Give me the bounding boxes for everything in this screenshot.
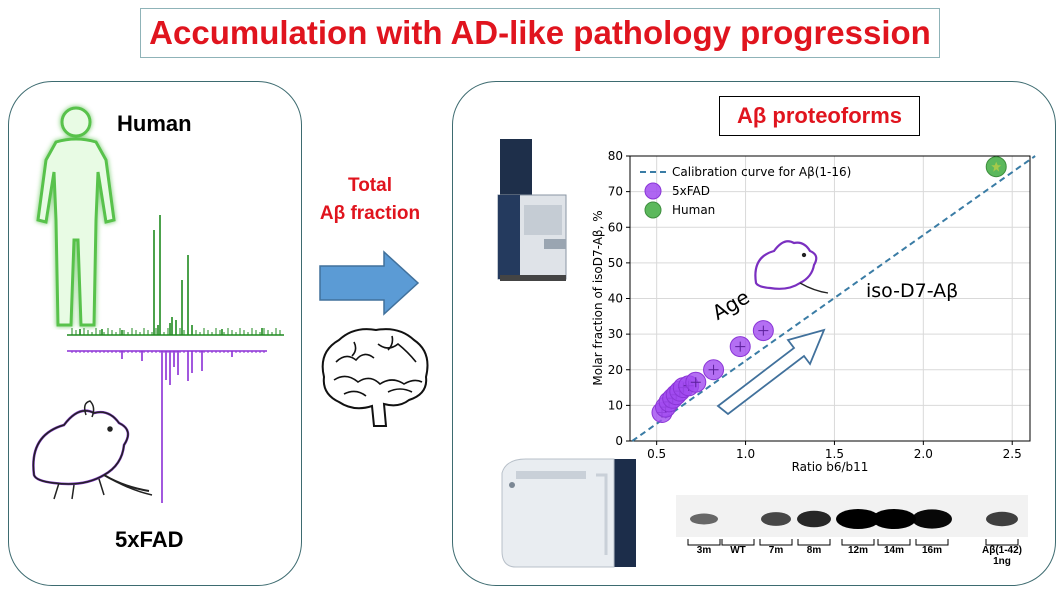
gel-bracket-0 bbox=[687, 539, 721, 546]
gel-lane-label-7: Aβ(1-42)1ng bbox=[982, 545, 1022, 567]
chart-legend: Calibration curve for Aβ(1-16) 5xFAD Hum… bbox=[640, 165, 851, 219]
y-tick-label-7: 70 bbox=[608, 185, 623, 199]
total-fraction-label: Total Aβ fraction bbox=[310, 172, 430, 228]
x-tick-label-0: 0.5 bbox=[647, 447, 666, 461]
gel-band-2 bbox=[761, 512, 791, 526]
title-box: Accumulation with AD-like pathology prog… bbox=[140, 8, 940, 58]
gel-lane-labels: 3m WT 7m 8m 12m 14m 16m Aβ(1-42)1ng bbox=[676, 545, 1028, 575]
gel-bracket-3 bbox=[797, 539, 831, 546]
human-silhouette-icon bbox=[36, 106, 116, 327]
legend-5xfad-swatch bbox=[644, 182, 662, 200]
y-tick-label-6: 60 bbox=[608, 220, 623, 234]
chart-points bbox=[651, 156, 1007, 423]
gel-bracket-6 bbox=[915, 539, 949, 546]
point-marker-11 bbox=[758, 325, 769, 336]
mouse-label: 5xFAD bbox=[115, 527, 184, 552]
mouse-small-icon bbox=[754, 240, 829, 294]
chart-ticks: 0.5 1.0 1.5 2.0 2.5 0 10 20 30 40 50 60 70 80 bbox=[608, 149, 1022, 461]
spectrum-peaks-5xfad bbox=[71, 351, 265, 503]
gel-band-7 bbox=[986, 511, 1018, 527]
iso-d7-label: iso-D7-Aβ bbox=[866, 280, 959, 302]
point-marker-human-0 bbox=[991, 161, 1002, 172]
gel-lane-label-0: 3m bbox=[696, 545, 712, 556]
point-marker-9 bbox=[708, 364, 719, 375]
total-fraction-line1: Total bbox=[348, 175, 392, 196]
gel-bracket-2 bbox=[759, 539, 793, 546]
scatter-chart: 0.5 1.0 1.5 2.0 2.5 0 10 20 30 40 50 60 70 80 Ratio b… bbox=[591, 149, 1036, 474]
gel-lane-label-5: 14m bbox=[883, 545, 904, 556]
total-fraction-line2: Aβ fraction bbox=[319, 203, 421, 224]
gel-lane-label-2: 7m bbox=[768, 545, 784, 556]
x-tick-label-4: 2.5 bbox=[1003, 447, 1022, 461]
y-axis-label: Molar fraction of isoD7-Aβ, % bbox=[591, 210, 605, 385]
point-marker-10 bbox=[735, 341, 746, 352]
gel-bracket-5 bbox=[877, 539, 911, 546]
mass-spectrum bbox=[67, 215, 284, 503]
spectrum-peaks-human bbox=[71, 215, 281, 335]
gel-lane-sublabel-7: 1ng bbox=[993, 556, 1011, 567]
y-tick-label-0: 0 bbox=[615, 434, 623, 448]
mass-spectrometer-icon bbox=[497, 139, 567, 281]
point-marker-8 bbox=[690, 377, 701, 388]
gel-lane-label-6: 16m bbox=[921, 545, 942, 556]
y-tick-label-8: 80 bbox=[608, 149, 623, 163]
gel-bracket-4 bbox=[841, 539, 875, 546]
legend-calibration-label: Calibration curve for Aβ(1-16) bbox=[672, 165, 851, 179]
page-title: Accumulation with AD-like pathology prog… bbox=[149, 14, 931, 51]
arrow-right-icon bbox=[319, 250, 420, 316]
gel-band-3 bbox=[797, 510, 831, 528]
calibration-curve bbox=[631, 155, 1036, 442]
y-tick-label-1: 10 bbox=[608, 398, 623, 412]
gel-bracket-7 bbox=[985, 539, 1019, 546]
chart-grid bbox=[630, 155, 1030, 442]
gel-brackets bbox=[687, 539, 1019, 546]
gel-lane-label-4: 12m bbox=[847, 545, 868, 556]
proteoforms-title-box: Aβ proteoforms bbox=[719, 96, 920, 136]
age-arrow-icon bbox=[716, 328, 826, 416]
gel-band-5 bbox=[872, 509, 916, 529]
gel-band-0 bbox=[690, 513, 718, 525]
gel-band-4 bbox=[836, 509, 880, 529]
gel-lane-label-1: WT bbox=[730, 545, 746, 556]
gel-bracket-1 bbox=[721, 539, 755, 546]
y-tick-label-2: 20 bbox=[608, 363, 623, 377]
gel-bands bbox=[690, 509, 1018, 529]
x-axis-label: Ratio b6/b11 bbox=[792, 460, 869, 474]
x-tick-label-3: 2.0 bbox=[914, 447, 933, 461]
brain-icon bbox=[321, 328, 429, 427]
legend-human-label: Human bbox=[672, 203, 715, 217]
y-tick-label-4: 40 bbox=[608, 292, 623, 306]
y-tick-label-3: 30 bbox=[608, 327, 623, 341]
instrument-icon bbox=[501, 458, 636, 568]
mouse-icon bbox=[32, 400, 153, 500]
x-tick-label-2: 1.5 bbox=[825, 447, 844, 461]
gel-lane-label-3: 8m bbox=[806, 545, 822, 556]
proteoforms-title: Aβ proteoforms bbox=[737, 103, 902, 128]
gel-band-6 bbox=[912, 509, 952, 529]
gel-blot bbox=[676, 495, 1028, 537]
legend-5xfad-label: 5xFAD bbox=[672, 184, 710, 198]
y-tick-label-5: 50 bbox=[608, 256, 623, 270]
human-label: Human bbox=[117, 111, 192, 136]
x-tick-label-1: 1.0 bbox=[736, 447, 755, 461]
legend-human-swatch bbox=[644, 201, 662, 219]
